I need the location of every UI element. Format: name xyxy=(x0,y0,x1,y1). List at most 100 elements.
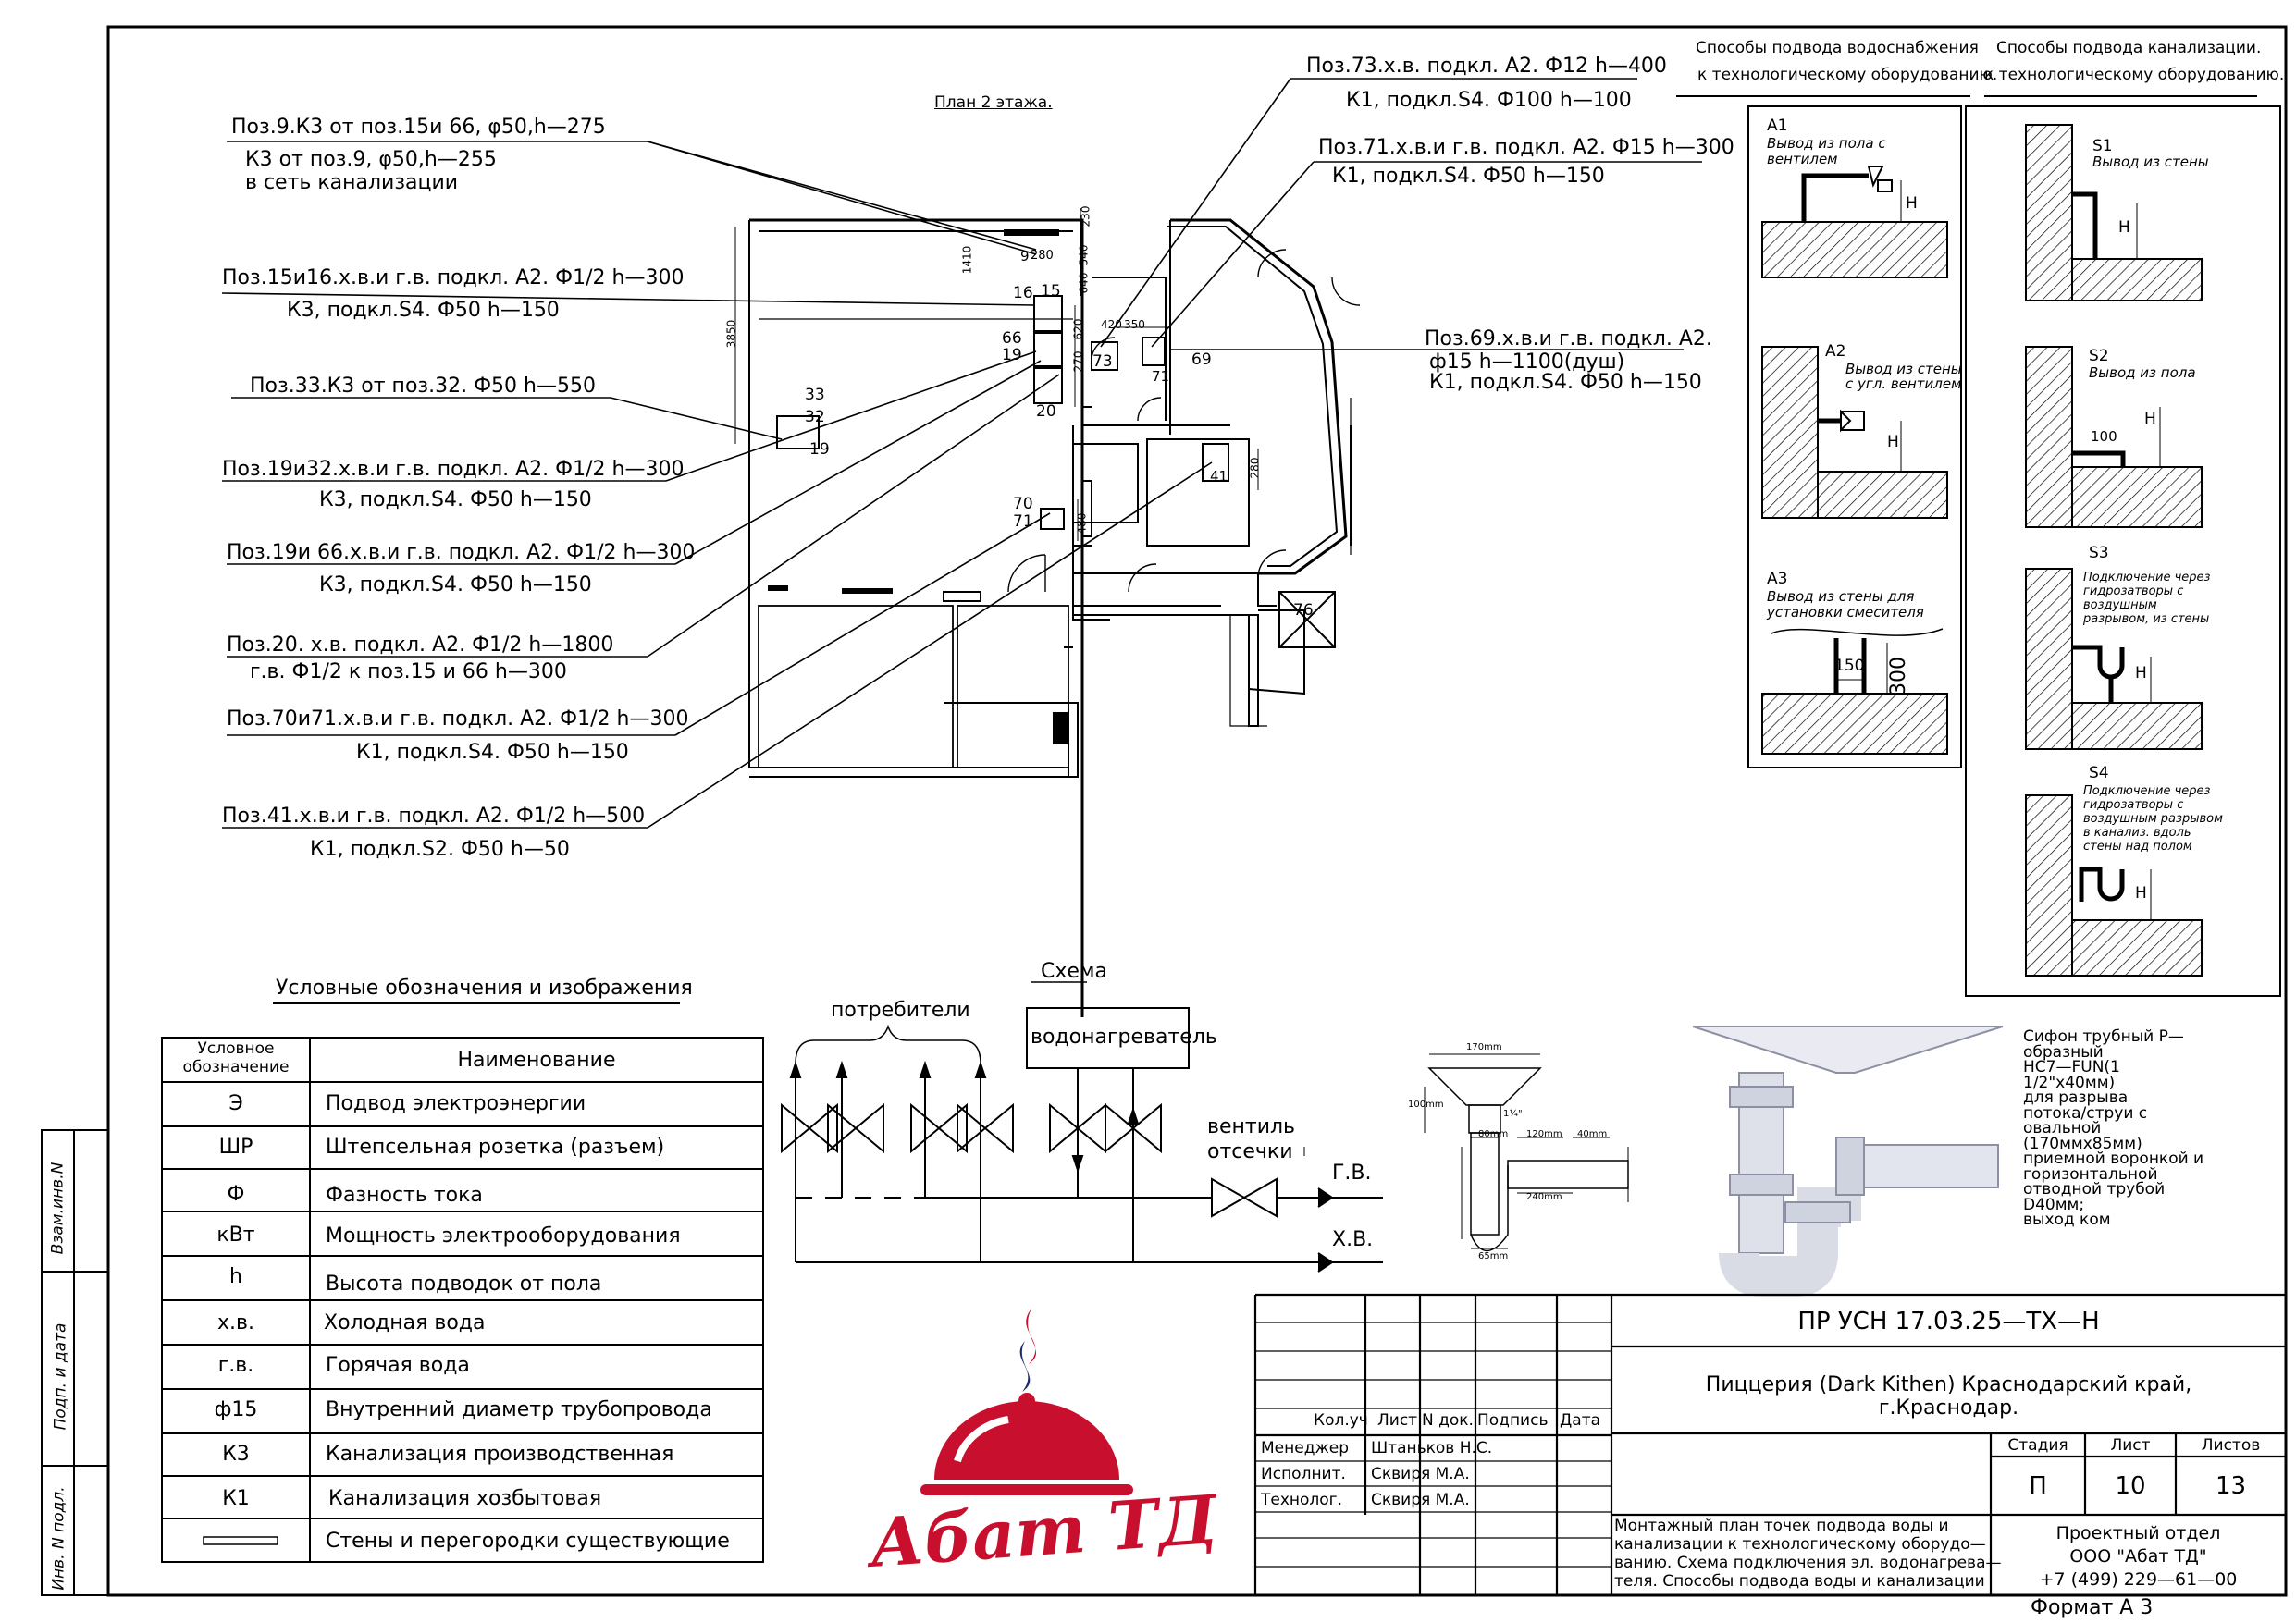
callout-text: Поз.73.х.в. подкл. А2. Ф12 h—400 xyxy=(1306,55,1667,78)
legend-name: Подвод электроэнергии xyxy=(326,1092,586,1115)
siphon-desc-line: горизонтальной xyxy=(2023,1164,2158,1184)
stage-value: П xyxy=(2029,1472,2047,1500)
side-stamp-text: Взам.инв.N xyxy=(48,1162,68,1255)
callout-text: К1, подкл.S4. Ф50 h—150 xyxy=(356,741,629,764)
siphon-dim: 40mm xyxy=(1577,1129,1608,1139)
callout-text: К1, подкл.S4. Ф50 h—150 xyxy=(1429,371,1702,394)
a2-h: H xyxy=(1887,433,1899,451)
sheet-frame xyxy=(106,25,2288,1597)
legend-symbol: ф15 xyxy=(214,1398,258,1421)
siphon-desc-line: (170ммх85мм) xyxy=(2023,1134,2142,1153)
siphon-drawing xyxy=(1424,1053,1629,1252)
a1-h: H xyxy=(1906,194,1918,213)
plan-label: 9 xyxy=(1020,248,1030,264)
doc-description: теля. Способы подвода воды и канализации xyxy=(1614,1572,1985,1591)
sheets-value: 13 xyxy=(2215,1472,2247,1500)
plan-dim: 350 xyxy=(1124,318,1145,331)
col-header: Кол.уч xyxy=(1314,1411,1368,1430)
water-panel xyxy=(1676,95,1970,768)
person: Сквиря М.А. xyxy=(1371,1491,1470,1509)
heater-schema xyxy=(781,981,1383,1273)
doc-description: канализации к технологическому оборудо— xyxy=(1614,1535,1986,1554)
col-header: Дата xyxy=(1560,1411,1601,1430)
callout-text: К1, подкл.S4. Ф100 h—100 xyxy=(1346,89,1632,112)
a3-dim-300: 300 xyxy=(1887,657,1910,695)
plan-dim: 640 xyxy=(1077,272,1091,294)
callout-text: Поз.33.К3 от поз.32. Ф50 h—550 xyxy=(250,375,596,398)
callout-text: в сеть канализации xyxy=(245,171,459,194)
project-name: Пиццерия (Dark Kithen) Краснодарский кра… xyxy=(1705,1373,2192,1396)
plan-dim: 620 xyxy=(1071,318,1085,340)
plan-dim: 480 xyxy=(1075,512,1089,535)
role: Технолог. xyxy=(1261,1491,1343,1509)
sewer-panel-title: Способы подвода канализации. xyxy=(1996,39,2262,57)
plan-dim: 420 xyxy=(1101,318,1122,331)
legend-symbol: х.в. xyxy=(217,1311,254,1334)
legend-symbol: ШР xyxy=(218,1136,253,1159)
side-stamp-text: Инв. N подл. xyxy=(49,1486,68,1591)
a1-desc: Вывод из пола с xyxy=(1767,135,1886,152)
legend-title: Условные обозначения и изображения xyxy=(276,977,693,1000)
legend-name: Канализация производственная xyxy=(326,1443,674,1466)
siphon-desc-line: 1/2"х40мм) xyxy=(2023,1073,2116,1092)
abat-logo-graphic xyxy=(920,1309,1133,1495)
a3-dim-150: 150 xyxy=(1834,657,1865,675)
siphon-desc-line: НС7—FUN(1 xyxy=(2023,1058,2120,1076)
plan-label: 69 xyxy=(1191,350,1212,369)
doc-code: ПР УСН 17.03.25—ТХ—Н xyxy=(1797,1308,2100,1335)
legend-header-symbol: обозначение xyxy=(182,1058,290,1076)
org: ООО "Абат ТД" xyxy=(2069,1546,2207,1567)
project-name: г.Краснодар. xyxy=(1878,1396,2019,1420)
legend-name: Штепсельная розетка (разъем) xyxy=(326,1136,665,1159)
siphon-dim: 65mm xyxy=(1478,1251,1509,1261)
schema-heater: водонагреватель xyxy=(1031,1026,1217,1049)
siphon-desc-line: приемной воронкой и xyxy=(2023,1150,2204,1168)
s3-h: H xyxy=(2135,664,2147,682)
sheet-header: Лист xyxy=(2110,1436,2151,1455)
legend-header-symbol: Условное xyxy=(197,1039,275,1058)
col-header: Подпись xyxy=(1477,1411,1549,1430)
s4-desc: гидрозатворы с xyxy=(2083,798,2184,812)
org: Проектный отдел xyxy=(2055,1523,2221,1543)
siphon-photo xyxy=(1692,1026,2004,1297)
s4-label: S4 xyxy=(2089,764,2109,782)
valves xyxy=(781,1102,1278,1218)
title-block-lines xyxy=(1253,1293,2286,1595)
siphon-desc-line: для разрыва xyxy=(2023,1088,2129,1107)
format-label: Формат А 3 xyxy=(2031,1596,2154,1619)
s2-desc: Вывод из пола xyxy=(2089,364,2196,381)
plan-label: 41 xyxy=(1210,468,1228,485)
siphon-dim: 120mm xyxy=(1526,1129,1562,1139)
a2-desc: Вывод из стены xyxy=(1845,361,1962,377)
callout-text: Поз.19и32.х.в.и г.в. подкл. А2. Ф1/2 h—3… xyxy=(222,458,685,481)
legend-symbol: Ф xyxy=(227,1183,245,1206)
callout-leaders xyxy=(221,78,1702,829)
legend-symbol: К3 xyxy=(222,1443,250,1466)
siphon-dim: 80mm xyxy=(1478,1129,1509,1139)
callout-text: г.в. Ф1/2 к поз.15 и 66 h—300 xyxy=(250,660,567,683)
legend-name: Фазность тока xyxy=(326,1184,483,1207)
siphon-dim: 1¼" xyxy=(1503,1109,1523,1119)
siphon-desc-line: Сифон трубный Р— xyxy=(2023,1027,2184,1046)
legend-symbol: h xyxy=(229,1265,242,1288)
s4-h: H xyxy=(2135,884,2147,903)
schema-cold: Х.В. xyxy=(1332,1228,1374,1251)
a3-desc: Вывод из стены для xyxy=(1767,588,1915,605)
siphon-desc-line: образный xyxy=(2023,1042,2104,1062)
role: Исполнит. xyxy=(1261,1465,1346,1483)
plan-dim: 1410 xyxy=(960,245,974,275)
legend-header-name: Наименование xyxy=(457,1049,616,1072)
side-stamp-text: Подп. и дата xyxy=(51,1322,70,1431)
plan-label: 71 xyxy=(1013,512,1033,531)
plan-label: 16 xyxy=(1013,284,1033,302)
water-panel-title: к технологическому оборудованию. xyxy=(1697,66,1998,84)
person: Сквиря М.А. xyxy=(1371,1465,1470,1483)
s4-desc: в канализ. вдоль xyxy=(2083,826,2191,840)
stage-header: Стадия xyxy=(2007,1436,2068,1455)
callout-text: К3, подкл.S4. Ф50 h—150 xyxy=(287,299,560,322)
s2-dim-100: 100 xyxy=(2091,428,2117,445)
s4-desc: воздушным разрывом xyxy=(2083,812,2223,826)
siphon-desc-line: овальной xyxy=(2023,1119,2102,1137)
legend-symbol: кВт xyxy=(216,1223,255,1247)
